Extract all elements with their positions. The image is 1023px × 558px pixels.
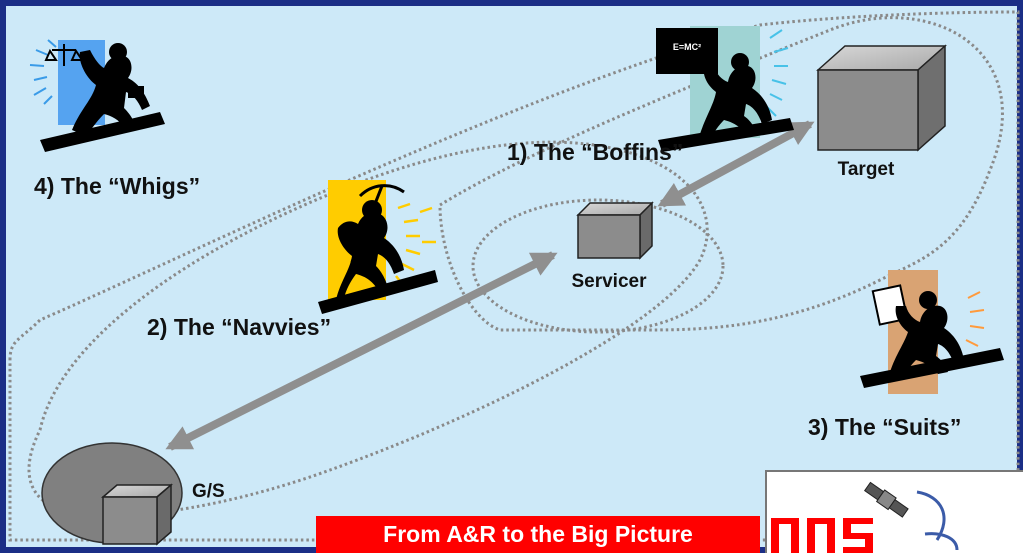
footer-banner: From A&R to the Big Picture — [316, 516, 760, 553]
oos-logo-icon: OOS — [771, 481, 959, 553]
navvies-figure-icon — [318, 180, 438, 314]
boffins-figure-icon: E=MC² — [656, 26, 794, 152]
servicer-target-arrow — [657, 120, 815, 208]
boffins-label: 1) The “Boffins” — [507, 139, 683, 165]
whigs-label: 4) The “Whigs” — [34, 173, 200, 199]
whigs-figure-icon — [29, 39, 165, 152]
ground-station-label: G/S — [192, 481, 225, 502]
target-label: Target — [838, 159, 895, 180]
whigs-outer-loop — [8, 10, 1020, 542]
servicer-cube-icon — [576, 201, 654, 260]
servicer-label: Servicer — [571, 271, 647, 292]
gs-servicer-arrow — [165, 251, 558, 451]
ground-station-icon — [41, 442, 183, 546]
suits-label: 3) The “Suits” — [808, 414, 961, 440]
equation-sign: E=MC² — [673, 42, 701, 52]
logo-text: OOS — [895, 551, 898, 553]
suits-figure-icon — [860, 270, 1004, 394]
navvies-label: 2) The “Navvies” — [147, 314, 331, 340]
oos-logo-panel: OOS — [765, 470, 1023, 553]
servicer-loop — [471, 198, 725, 334]
satellite-icon — [863, 481, 909, 518]
target-cube-icon — [816, 44, 947, 152]
navvies-loop — [27, 140, 709, 518]
